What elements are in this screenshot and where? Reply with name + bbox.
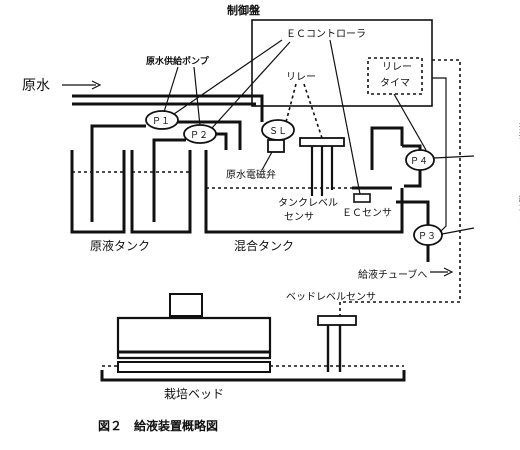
- p2-pump: [183, 124, 217, 144]
- p4-label: Ｐ４: [410, 157, 428, 167]
- to-feed-tube-arrowhead: [443, 267, 454, 277]
- p1-outlet-pipe: [176, 120, 242, 150]
- relay-left-label: リレー: [286, 72, 316, 83]
- stirring-return-pipe: [404, 168, 422, 188]
- control-panel-box: [251, 19, 433, 107]
- p1-pump: [145, 110, 179, 130]
- p2-label: Ｐ２: [190, 131, 208, 141]
- ec-controller-label: ＥＣコントローラ: [286, 28, 366, 40]
- solenoid-leader: [261, 151, 273, 171]
- pump-leader-2: [193, 66, 201, 127]
- p4-pump: [405, 149, 435, 171]
- mixing-tank-label: 混合タンク: [234, 238, 294, 253]
- timer-label: タイマ: [380, 77, 410, 89]
- bed-level-sensor-head: [317, 315, 357, 326]
- p3-pump: [413, 224, 443, 246]
- wire-timer-p4: [393, 93, 427, 151]
- wire-bed-sensor: [339, 59, 461, 316]
- p1-label: Ｐ１: [152, 117, 170, 127]
- bed-tray: [100, 370, 406, 382]
- tank-level-sensor-head: [299, 137, 345, 147]
- raw-liquid-tank-left: [70, 150, 126, 234]
- relay-timer-box: [367, 57, 423, 95]
- raw-water-arrowhead: [91, 80, 102, 90]
- mixing-tank: [204, 150, 404, 234]
- wire-ec-sensor: [329, 39, 361, 195]
- wire-p1: [173, 39, 283, 115]
- p2-outlet-pipe: [216, 132, 228, 150]
- control-panel-label: 制御盤: [227, 3, 261, 17]
- p3-label: Ｐ３: [418, 232, 436, 242]
- tank-level-sensor-label-2: センサ: [284, 211, 314, 223]
- ec-sensor-label: ＥＣセンサ: [342, 207, 392, 219]
- stirring-pump-label-text: 攪拌ポンプ: [482, 120, 520, 166]
- stirring-pump-leader: [433, 155, 475, 159]
- raw-liquid-tank-label: 原液タンク: [90, 238, 150, 253]
- ec-sensor: [353, 193, 371, 203]
- feed-pump-label: 給液ポンプ: [482, 192, 520, 238]
- raw-water-pump-label: 原水供給ポンプ: [146, 55, 210, 67]
- bed-base: [117, 361, 271, 373]
- solenoid-valve-body: [267, 139, 285, 153]
- solenoid-valve-label: 原水電磁弁: [226, 168, 276, 181]
- tank-left-intake-pipe: [90, 124, 146, 222]
- relay-right-label: リレー: [382, 62, 412, 73]
- wire-level-sensor: [303, 83, 323, 139]
- feed-pump-label-text: 給液ポンプ: [482, 192, 520, 238]
- stirring-pump-label: 攪拌ポンプ: [482, 120, 520, 166]
- wire-p2: [211, 41, 291, 129]
- tank-right-intake-pipe: [152, 138, 186, 222]
- bed-top-block: [169, 293, 203, 317]
- raw-water-label: 原水: [22, 78, 50, 94]
- bed-body: [116, 316, 272, 360]
- raw-liquid-tank-right: [130, 150, 192, 234]
- feed-outlet-pipe: [396, 200, 430, 226]
- wire-timer-p3: [432, 77, 447, 233]
- figure-caption: 図２ 給液装置概略図: [98, 418, 218, 433]
- feed-pump-leader: [441, 227, 475, 235]
- bed-level-sensor-label: ベッドレベルセンサ: [286, 291, 376, 303]
- raw-water-pipe: [72, 94, 264, 122]
- tank-level-sensor-label-1: タンクレベル: [278, 197, 338, 209]
- to-feed-tube-label: 給液チューブへ: [358, 268, 427, 281]
- stirring-loop-pipe: [370, 126, 404, 170]
- sl-label: ＳＬ: [269, 127, 287, 137]
- pump-leader-1: [163, 66, 179, 113]
- cultivation-bed-label: 栽培ベッド: [164, 386, 224, 401]
- wire-sl: [285, 83, 297, 123]
